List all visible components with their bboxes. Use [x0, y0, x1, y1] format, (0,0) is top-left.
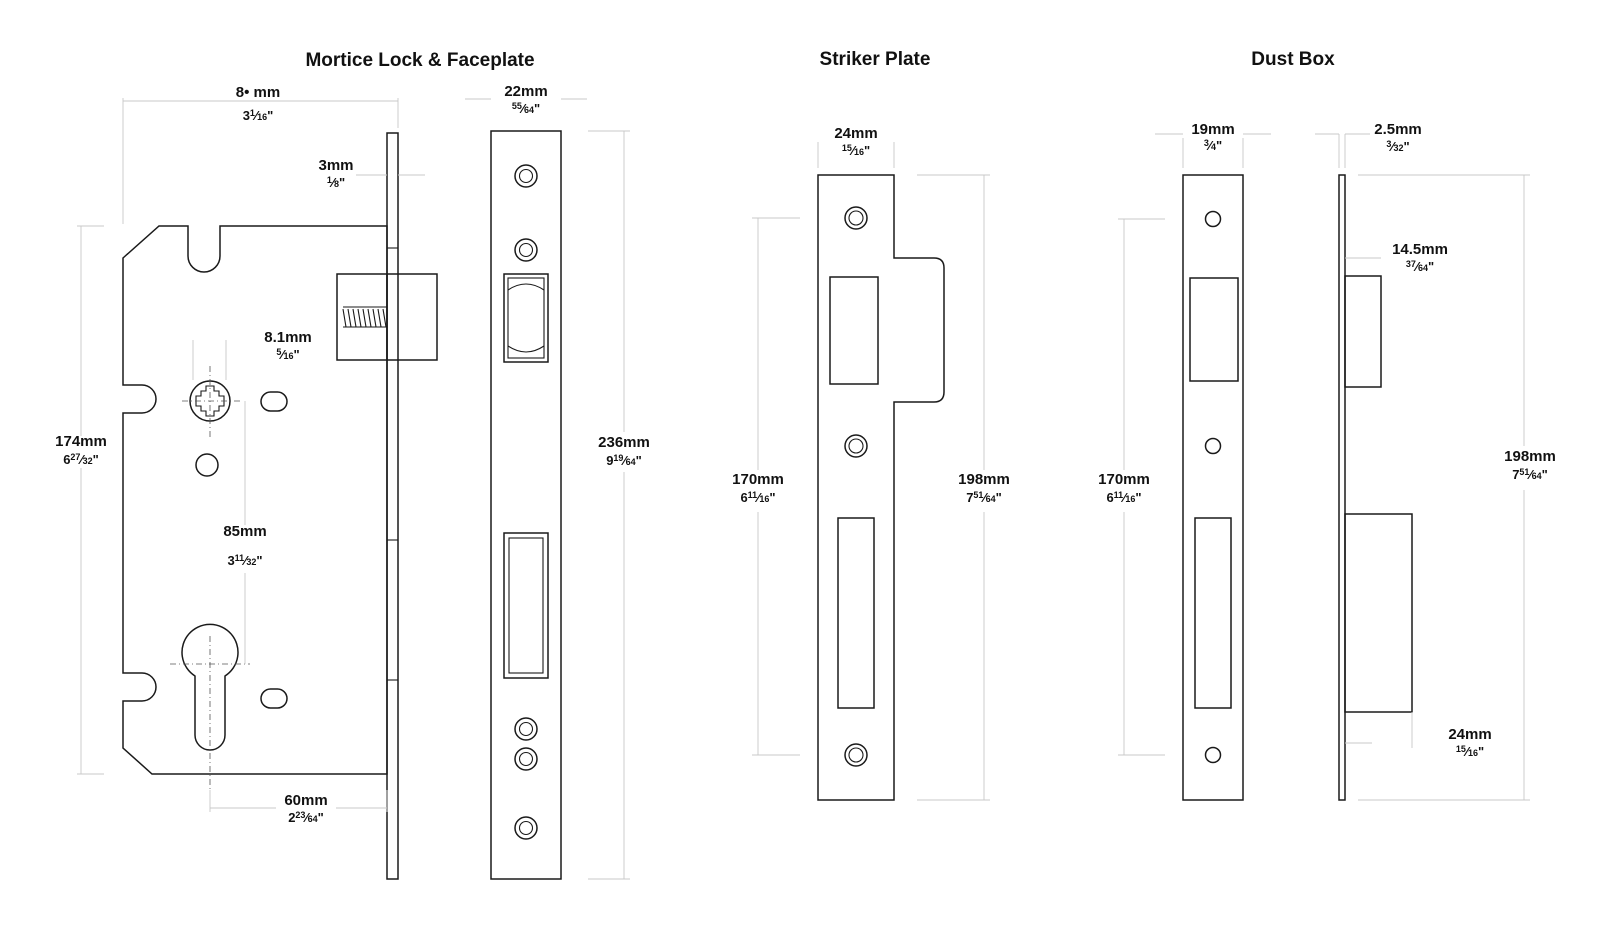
- dust-box-side: [1338, 174, 1413, 801]
- dim-label-dust-width-inch: 3⁄4": [1204, 138, 1222, 153]
- dim-label-dust-thk-mm: 2.5mm: [1374, 121, 1422, 138]
- dim-label-lock-width-inch: 31⁄16": [243, 108, 274, 123]
- cylinder-keyhole: [181, 623, 239, 751]
- dim-label-striker-height-inch: 751⁄64": [966, 490, 1002, 505]
- slot-hole: [260, 688, 288, 709]
- dim-label-striker-width-mm: 24mm: [834, 125, 877, 142]
- dim-label-lock-height-inch: 627⁄32": [63, 452, 99, 467]
- title-striker-plate: Striker Plate: [820, 49, 931, 70]
- faceplate-side: [386, 132, 399, 880]
- dim-label-striker-centres-inch: 611⁄16": [740, 490, 775, 505]
- dim-label-spindle-mm: 8.1mm: [264, 329, 312, 346]
- dim-label-spindle-inch: 5⁄16": [276, 347, 299, 362]
- faceplate-front: [490, 130, 562, 880]
- dim-label-dust-depth1-inch: 37⁄64": [1406, 259, 1434, 274]
- dim-label-dust-depth2-mm: 24mm: [1448, 726, 1491, 743]
- dim-label-dust-width-mm: 19mm: [1191, 121, 1234, 138]
- screw-hole: [195, 453, 219, 477]
- dust-box-front: [1182, 174, 1244, 801]
- dim-label-faceplate-thk-inch: 1⁄8": [327, 175, 345, 190]
- dim-label-dust-height-inch: 751⁄64": [1512, 467, 1548, 482]
- latch-spring: [342, 306, 387, 328]
- dim-label-backset-inch: 223⁄64": [288, 810, 324, 825]
- dim-label-faceplate-width-mm: 22mm: [504, 83, 547, 100]
- dimension-lines: [77, 98, 1530, 880]
- dim-label-faceplate-width-inch: 55⁄64": [512, 101, 540, 116]
- dim-label-dust-centres-inch: 611⁄16": [1106, 490, 1141, 505]
- dim-label-dust-centres-mm: 170mm: [1098, 471, 1150, 488]
- dim-label-lock-width-mm: 8• mm: [236, 84, 280, 101]
- striker-plate: [817, 174, 945, 801]
- dim-label-centres-inch: 311⁄32": [227, 553, 262, 568]
- slot-hole: [260, 391, 288, 412]
- dim-label-lock-height-mm: 174mm: [55, 433, 107, 450]
- dim-label-dust-height-mm: 198mm: [1504, 448, 1556, 465]
- dim-label-dust-thk-inch: 3⁄32": [1386, 139, 1409, 154]
- dim-label-backset-mm: 60mm: [284, 792, 327, 809]
- dim-label-dust-depth2-inch: 15⁄16": [1456, 744, 1484, 759]
- dim-label-faceplate-height-mm: 236mm: [598, 434, 650, 451]
- mortice-lock-body: [122, 132, 438, 880]
- dim-label-centres-mm: 85mm: [223, 523, 266, 540]
- dim-label-striker-height-mm: 198mm: [958, 471, 1010, 488]
- dim-label-faceplate-thk-mm: 3mm: [318, 157, 353, 174]
- title-mortice-lock: Mortice Lock & Faceplate: [305, 50, 534, 71]
- dim-label-faceplate-height-inch: 919⁄64": [606, 453, 642, 468]
- dim-label-striker-centres-mm: 170mm: [732, 471, 784, 488]
- title-dust-box: Dust Box: [1251, 49, 1335, 70]
- dim-label-dust-depth1-mm: 14.5mm: [1392, 241, 1448, 258]
- spindle-follower: [182, 366, 240, 440]
- dim-label-striker-width-inch: 15⁄16": [842, 143, 870, 158]
